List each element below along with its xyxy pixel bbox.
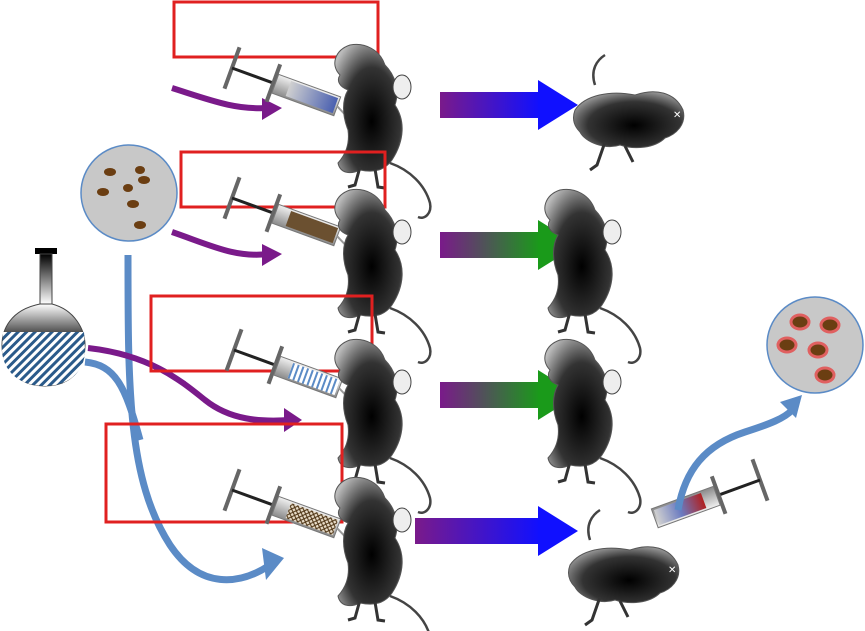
syringe-icon — [222, 467, 374, 561]
petri-dish-icon — [80, 144, 178, 242]
flask-icon — [1, 248, 86, 387]
row-3 — [149, 294, 642, 515]
blue-arrow-to-infected-dish — [674, 395, 802, 511]
row-1 — [172, 0, 686, 220]
purple-arrow-flask-to-row3 — [87, 345, 302, 432]
mouse-icon — [543, 187, 642, 365]
label-box-4 — [104, 422, 344, 524]
infected-dish-icon — [766, 296, 864, 394]
mouse-icon — [333, 187, 432, 365]
outcome-arrow-1 — [440, 80, 578, 130]
syringe-icon — [224, 327, 376, 421]
label-box-1 — [172, 0, 380, 59]
syringe-icon — [650, 458, 770, 529]
row-2 — [179, 150, 642, 365]
mouse-icon — [571, 53, 686, 172]
outcome-arrow-4 — [415, 506, 578, 556]
mouse-icon — [543, 337, 642, 515]
mouse-icon — [566, 508, 681, 627]
syringe-icon — [222, 45, 374, 139]
row-4 — [104, 422, 681, 631]
mouse-icon — [333, 475, 432, 631]
syringe-icon — [222, 175, 374, 269]
purple-arrow-row1 — [171, 85, 282, 120]
outcome-arrow-2 — [440, 220, 578, 270]
purple-arrow-row2 — [171, 229, 282, 266]
label-box-3 — [149, 294, 374, 373]
